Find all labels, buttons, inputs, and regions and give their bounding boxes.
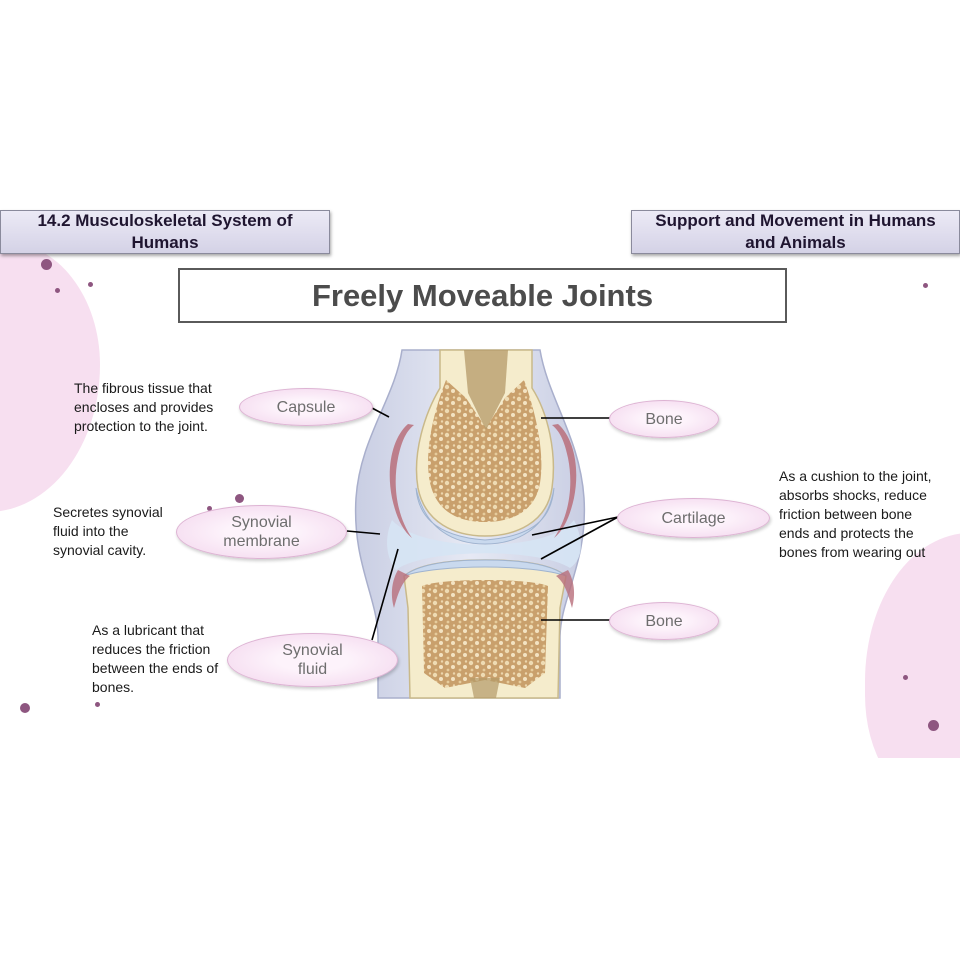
- decorative-dot: [903, 675, 908, 680]
- upper-bone-marrow: [464, 350, 508, 430]
- decorative-dot: [235, 494, 244, 503]
- decorative-dot: [55, 288, 60, 293]
- bone-top-label: Bone: [609, 400, 719, 438]
- upper-cartilage: [415, 487, 555, 545]
- synovial-membrane-lower-right: [556, 570, 575, 608]
- synovial-membrane-right: [552, 424, 577, 538]
- lower-bone-marrow: [470, 678, 500, 698]
- synovial-fluid-description: As a lubricant that reduces the friction…: [92, 622, 219, 695]
- topic-tag: Support and Movement in Humans and Anima…: [631, 210, 960, 254]
- decorative-dot: [41, 259, 52, 270]
- decorative-dot: [928, 720, 939, 731]
- bone-bottom-label: Bone: [609, 602, 719, 640]
- decorative-dot: [88, 282, 93, 287]
- decorative-dot: [95, 702, 100, 707]
- knee-joint-illustration: [354, 349, 586, 699]
- synovial-membrane-label: Synovial membrane: [176, 505, 347, 559]
- cartilage-leader-line-lower: [540, 516, 619, 560]
- slide: 14.2 Musculoskeletal System of Humans Su…: [0, 168, 960, 758]
- lower-bone-spongy: [422, 580, 548, 688]
- synovial-membrane-leader-line: [346, 530, 381, 535]
- decorative-dot: [923, 283, 928, 288]
- cartilage-label: Cartilage: [617, 498, 770, 538]
- synovial-fluid-leader-line: [371, 548, 399, 641]
- synovial-membrane-description: Secretes synovial fluid into the synovia…: [53, 504, 163, 558]
- synovial-membrane-left: [389, 424, 414, 538]
- cartilage-description: As a cushion to the joint, absorbs shock…: [779, 468, 932, 560]
- capsule-leader-line: [371, 407, 390, 418]
- capsule-label: Capsule: [239, 388, 373, 426]
- slide-title: Freely Moveable Joints: [178, 268, 787, 323]
- synovial-membrane-lower-left: [391, 570, 410, 608]
- upper-bone-spongy: [428, 380, 542, 522]
- synovial-cavity: [387, 520, 581, 570]
- cartilage-leader-line-upper: [531, 516, 619, 536]
- synovial-fluid-label: Synovial fluid: [227, 633, 398, 687]
- chapter-tag: 14.2 Musculoskeletal System of Humans: [0, 210, 330, 254]
- decorative-dot: [20, 703, 30, 713]
- decorative-dot: [207, 506, 212, 511]
- capsule-description: The fibrous tissue that encloses and pro…: [74, 380, 214, 434]
- joint-diagram: [346, 349, 619, 699]
